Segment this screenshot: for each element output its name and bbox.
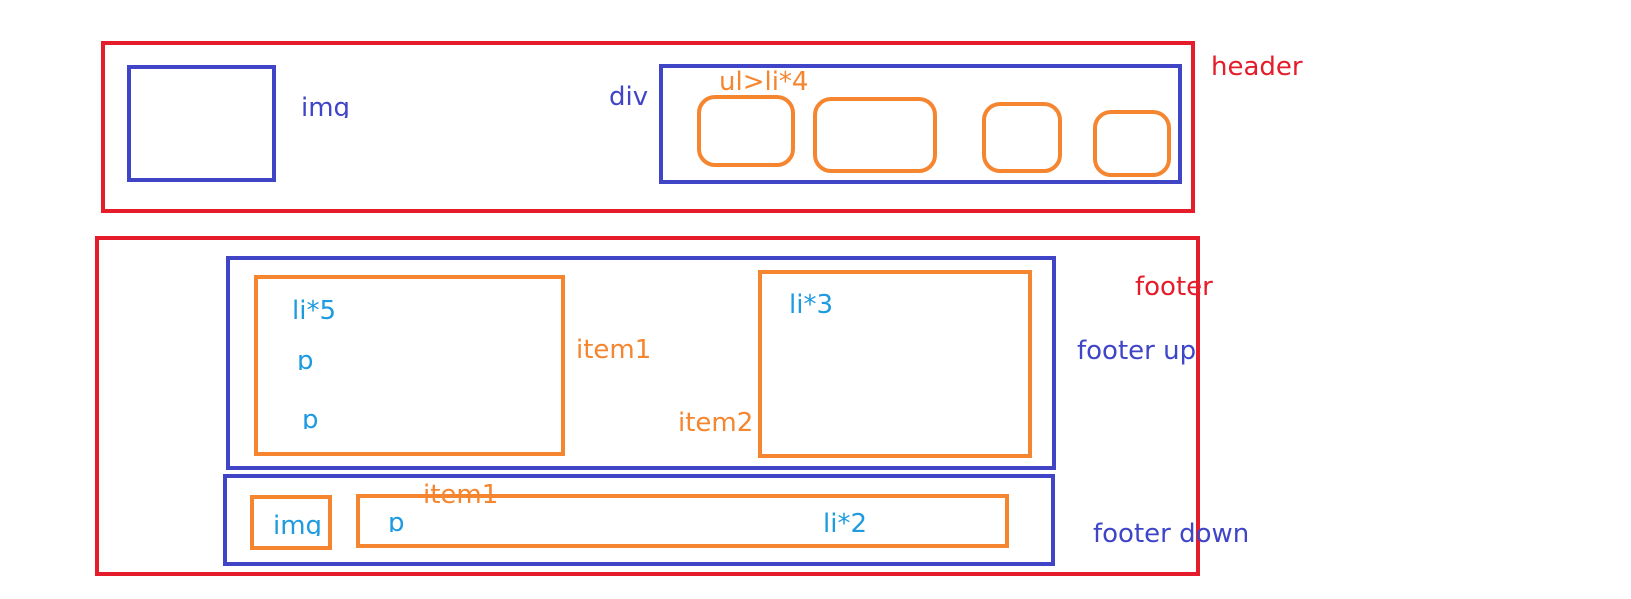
footer-up-item1-box <box>254 275 565 456</box>
header-li-2 <box>813 97 937 173</box>
footer-up-item1-p1: p <box>297 346 314 370</box>
header-li-4 <box>1093 110 1171 177</box>
footer-down-item1-li: li*2 <box>823 509 867 539</box>
header-img-label: img <box>301 93 351 118</box>
header-label: header <box>1211 52 1303 82</box>
footer-label: footer <box>1135 272 1213 302</box>
footer-down-img-label: img <box>273 511 323 536</box>
header-img-box <box>127 65 276 182</box>
footer-up-item2-li: li*3 <box>789 290 833 320</box>
footer-box <box>95 236 1200 576</box>
footer-up-box <box>226 256 1056 470</box>
footer-up-item1-label: item1 <box>576 335 652 365</box>
footer-down-item1-p: p <box>388 508 405 532</box>
footer-down-item1-box <box>356 494 1009 548</box>
footer-up-item2-label: item2 <box>678 408 754 438</box>
footer-up-label: footer up <box>1077 336 1197 366</box>
header-li-3 <box>982 102 1062 173</box>
footer-down-label: footer down <box>1093 519 1250 549</box>
header-div-label: div <box>609 82 649 112</box>
footer-down-item1-label: item1 <box>423 480 499 506</box>
footer-up-item1-p2: p <box>302 405 319 429</box>
footer-up-item2-box <box>758 270 1032 458</box>
footer-down-img-box <box>250 495 332 550</box>
header-div-box <box>659 64 1182 184</box>
header-li-1 <box>697 95 795 167</box>
footer-up-item1-li: li*5 <box>292 296 336 326</box>
header-ul-label: ul>li*4 <box>719 67 809 94</box>
header-box <box>101 41 1195 213</box>
footer-down-box <box>223 474 1055 566</box>
